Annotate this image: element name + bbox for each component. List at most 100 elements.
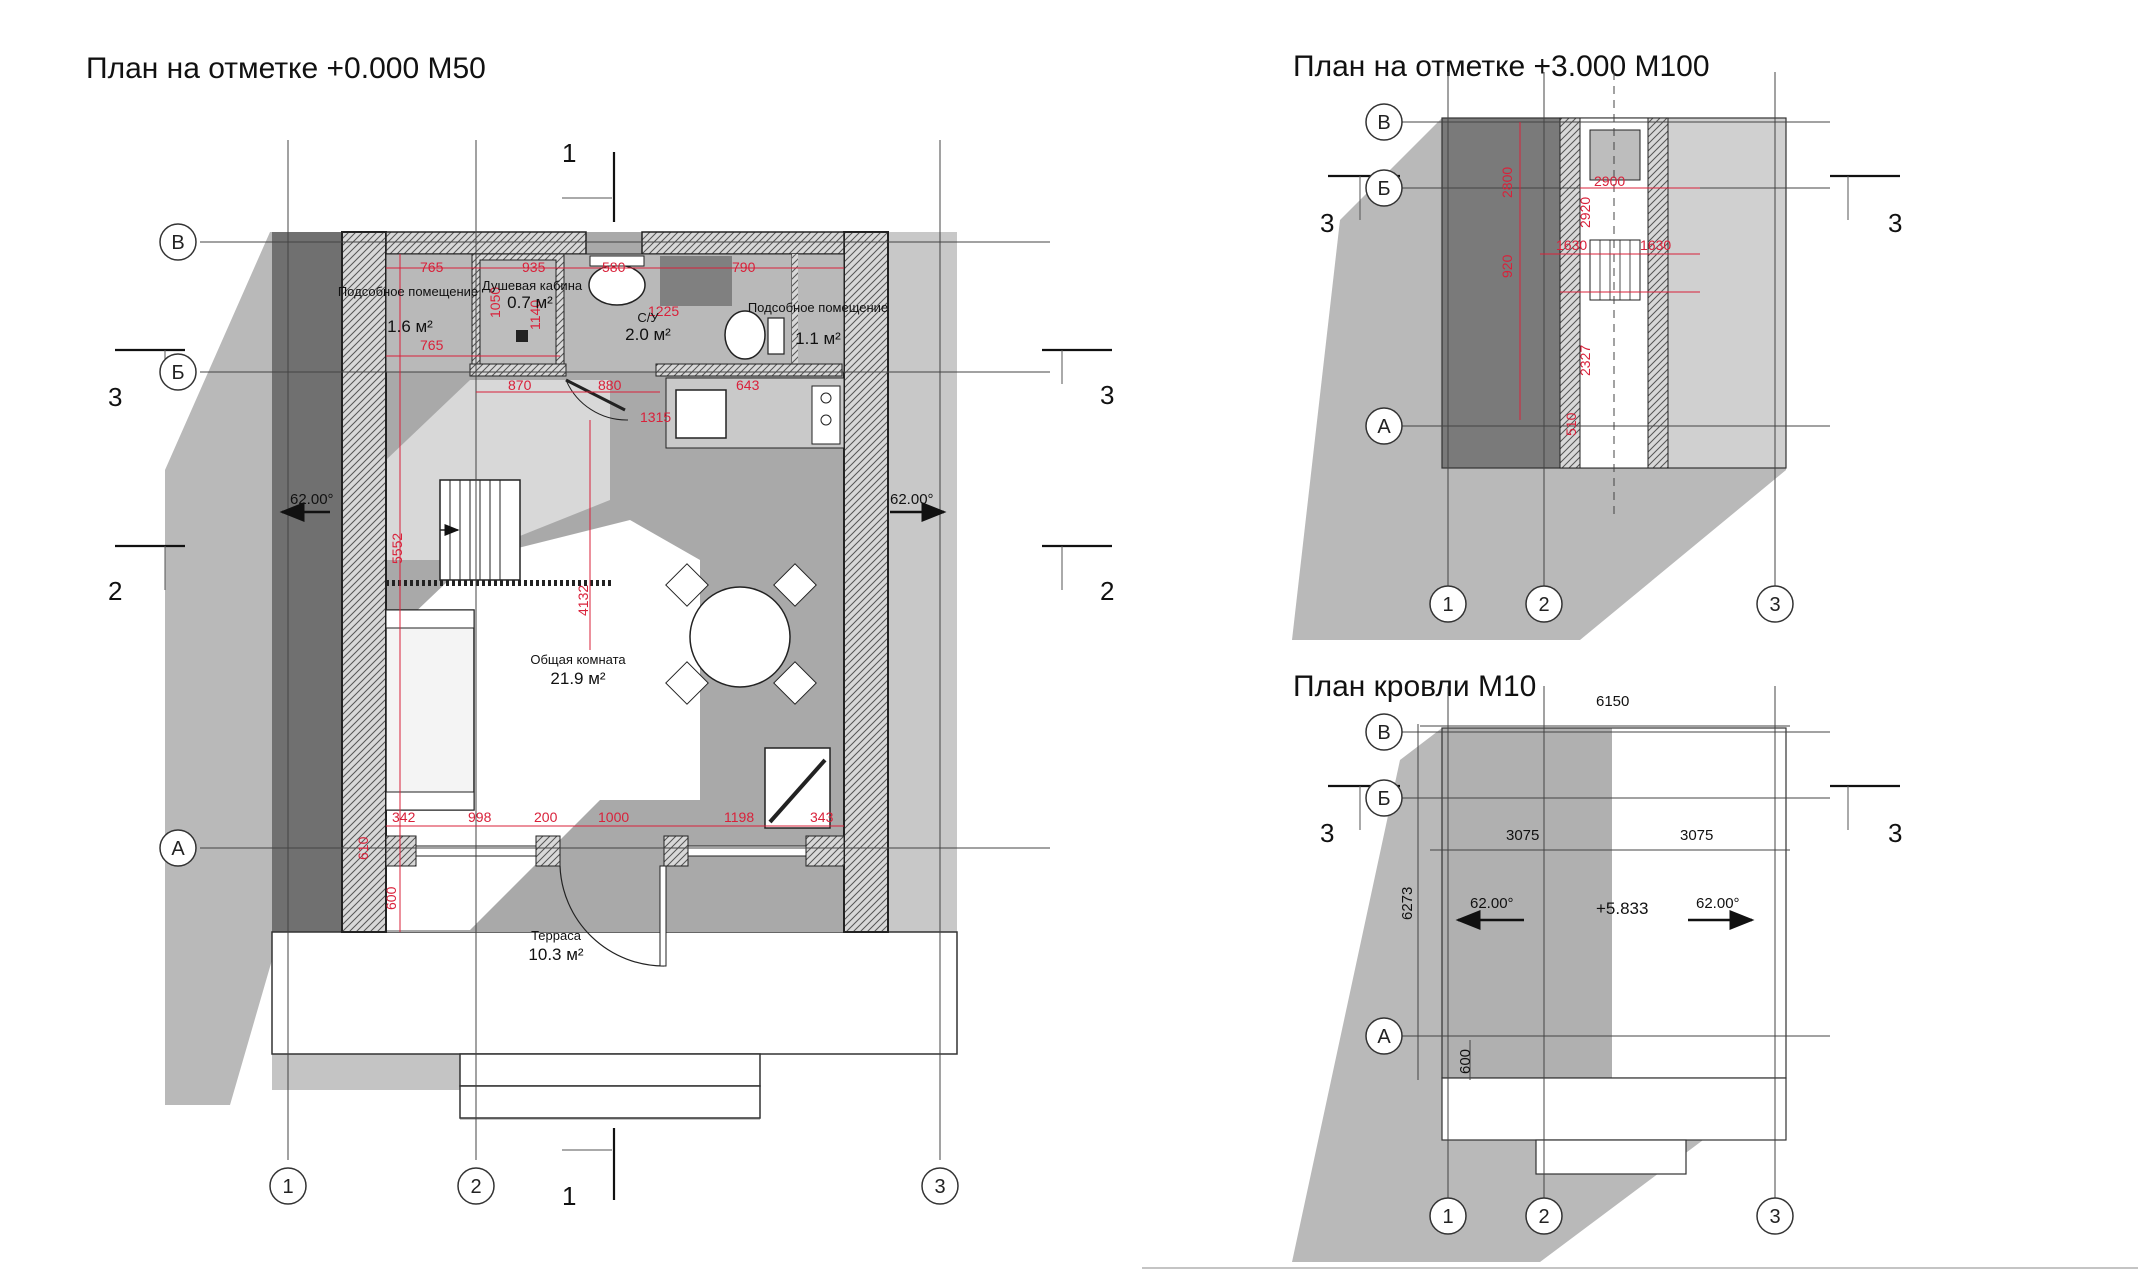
step	[459, 1053, 761, 1087]
axis-bubble-1: 1	[269, 1167, 307, 1205]
dim-935: 935	[522, 259, 546, 275]
dim-510: 510	[1563, 412, 1579, 436]
axis-bubble-3: 3	[1756, 1197, 1794, 1235]
shower-drain	[516, 330, 528, 342]
dim-880: 880	[598, 377, 622, 393]
sofa-icon	[385, 609, 475, 811]
entry-door-swing	[559, 865, 665, 967]
void	[1589, 129, 1641, 181]
section-mark-3-right: 3	[1888, 208, 1902, 238]
room-name-shower: Душевая кабина	[482, 278, 583, 293]
dim-3075a: 3075	[1506, 827, 1539, 844]
fireplace-detail	[768, 758, 827, 824]
sofa-arm	[385, 791, 475, 811]
dim-610: 610	[355, 836, 371, 860]
room-area-common: 21.9 м²	[550, 669, 605, 688]
pier	[663, 835, 689, 867]
entry-door-leaf	[659, 865, 667, 967]
axis-bubble-2: 2	[457, 1167, 495, 1205]
section-mark-1-top: 1	[562, 138, 576, 168]
dim-5552: 5552	[389, 533, 405, 564]
dim-1198: 1198	[724, 809, 754, 825]
svg-text:А: А	[1377, 416, 1391, 438]
roof-plan-title: План кровли М10	[1293, 670, 1536, 703]
axis-bubble-3: 3	[921, 1167, 959, 1205]
svg-text:1: 1	[1442, 1206, 1453, 1228]
dim-4132: 4132	[575, 585, 591, 616]
dim-2800: 2800	[1499, 167, 1515, 198]
svg-text:В: В	[171, 232, 184, 254]
dim-765b: 765	[420, 337, 444, 353]
dim-870: 870	[508, 377, 532, 393]
door-swing	[565, 379, 629, 421]
plan2-title: План на отметке +3.000 М100	[1293, 50, 1710, 83]
plan1: 3 3 2 2 1 1 1 2 3 В Б А	[108, 138, 1114, 1211]
toilet-tank	[767, 317, 785, 355]
axis-bubble-b: Б	[1365, 169, 1403, 207]
axis-bubble-v: В	[1365, 713, 1403, 751]
toilet-icon	[724, 310, 766, 360]
room-name-common: Общая комната	[530, 652, 626, 667]
svg-text:1: 1	[1442, 594, 1453, 616]
partition	[655, 363, 843, 377]
step	[1535, 1139, 1687, 1175]
room-name-wc: С/У	[637, 310, 659, 325]
svg-text:А: А	[1377, 1026, 1391, 1048]
dim-1630a: 1630	[1556, 237, 1587, 253]
sofa-arm	[385, 609, 475, 629]
section-mark-2-left: 2	[108, 576, 122, 606]
dim-1000: 1000	[598, 809, 629, 825]
section-mark-3-left: 3	[1320, 818, 1334, 848]
dim-6150: 6150	[1596, 693, 1629, 710]
chair-icon	[665, 661, 709, 705]
axis-bubble-2: 2	[1525, 585, 1563, 623]
slope-label-left: 62.00°	[1470, 895, 1514, 912]
burner	[820, 392, 832, 404]
room-area-storage-2: 1.1 м²	[795, 329, 841, 348]
dim-1630b: 1630	[1640, 237, 1671, 253]
svg-text:2: 2	[470, 1176, 481, 1198]
dim-790: 790	[732, 259, 756, 275]
svg-text:3: 3	[1769, 594, 1780, 616]
partition	[469, 363, 567, 377]
svg-text:1: 1	[282, 1176, 293, 1198]
dim-3075b: 3075	[1680, 827, 1713, 844]
axis-bubble-a: А	[1365, 1017, 1403, 1055]
pier	[805, 835, 845, 867]
svg-text:Б: Б	[1377, 178, 1390, 200]
dim-600: 600	[1457, 1049, 1474, 1074]
stair	[1589, 239, 1641, 301]
axis-bubble-v: В	[1365, 103, 1403, 141]
axis-bubble-b: Б	[1365, 779, 1403, 817]
section-mark-3-left: 3	[1320, 208, 1334, 238]
dim-1140: 1140	[527, 300, 543, 330]
wall	[1647, 117, 1669, 469]
plan1-title: План на отметке +0.000 М50	[86, 52, 486, 85]
chair-icon	[773, 661, 817, 705]
svg-text:2: 2	[1538, 594, 1549, 616]
sink-back	[589, 255, 645, 267]
dim-342: 342	[392, 809, 416, 825]
svg-text:3: 3	[1769, 1206, 1780, 1228]
wall-top	[641, 231, 845, 255]
dim-580: 580	[602, 259, 626, 275]
section-mark-3-left: 3	[108, 382, 122, 412]
burner	[820, 414, 832, 426]
door-leaf	[565, 378, 626, 412]
svg-text:3: 3	[934, 1176, 945, 1198]
room-area-storage-1: 1.6 м²	[387, 317, 433, 336]
terrace-slab	[271, 931, 958, 1055]
slope-label-right: 62.00°	[1696, 895, 1740, 912]
roof-level-mark: +5.833	[1596, 899, 1648, 918]
section-mark-2-right: 2	[1100, 576, 1114, 606]
axis-bubble-v: В	[159, 223, 197, 261]
step	[459, 1085, 761, 1119]
slope-label-left: 62.00°	[290, 491, 334, 508]
svg-text:Б: Б	[1377, 788, 1390, 810]
section-mark-3-right: 3	[1888, 818, 1902, 848]
dim-1315: 1315	[640, 409, 671, 425]
mirror-cabinet	[660, 256, 732, 306]
shower-cabin	[479, 259, 557, 366]
dim-1050: 1050	[487, 287, 503, 318]
